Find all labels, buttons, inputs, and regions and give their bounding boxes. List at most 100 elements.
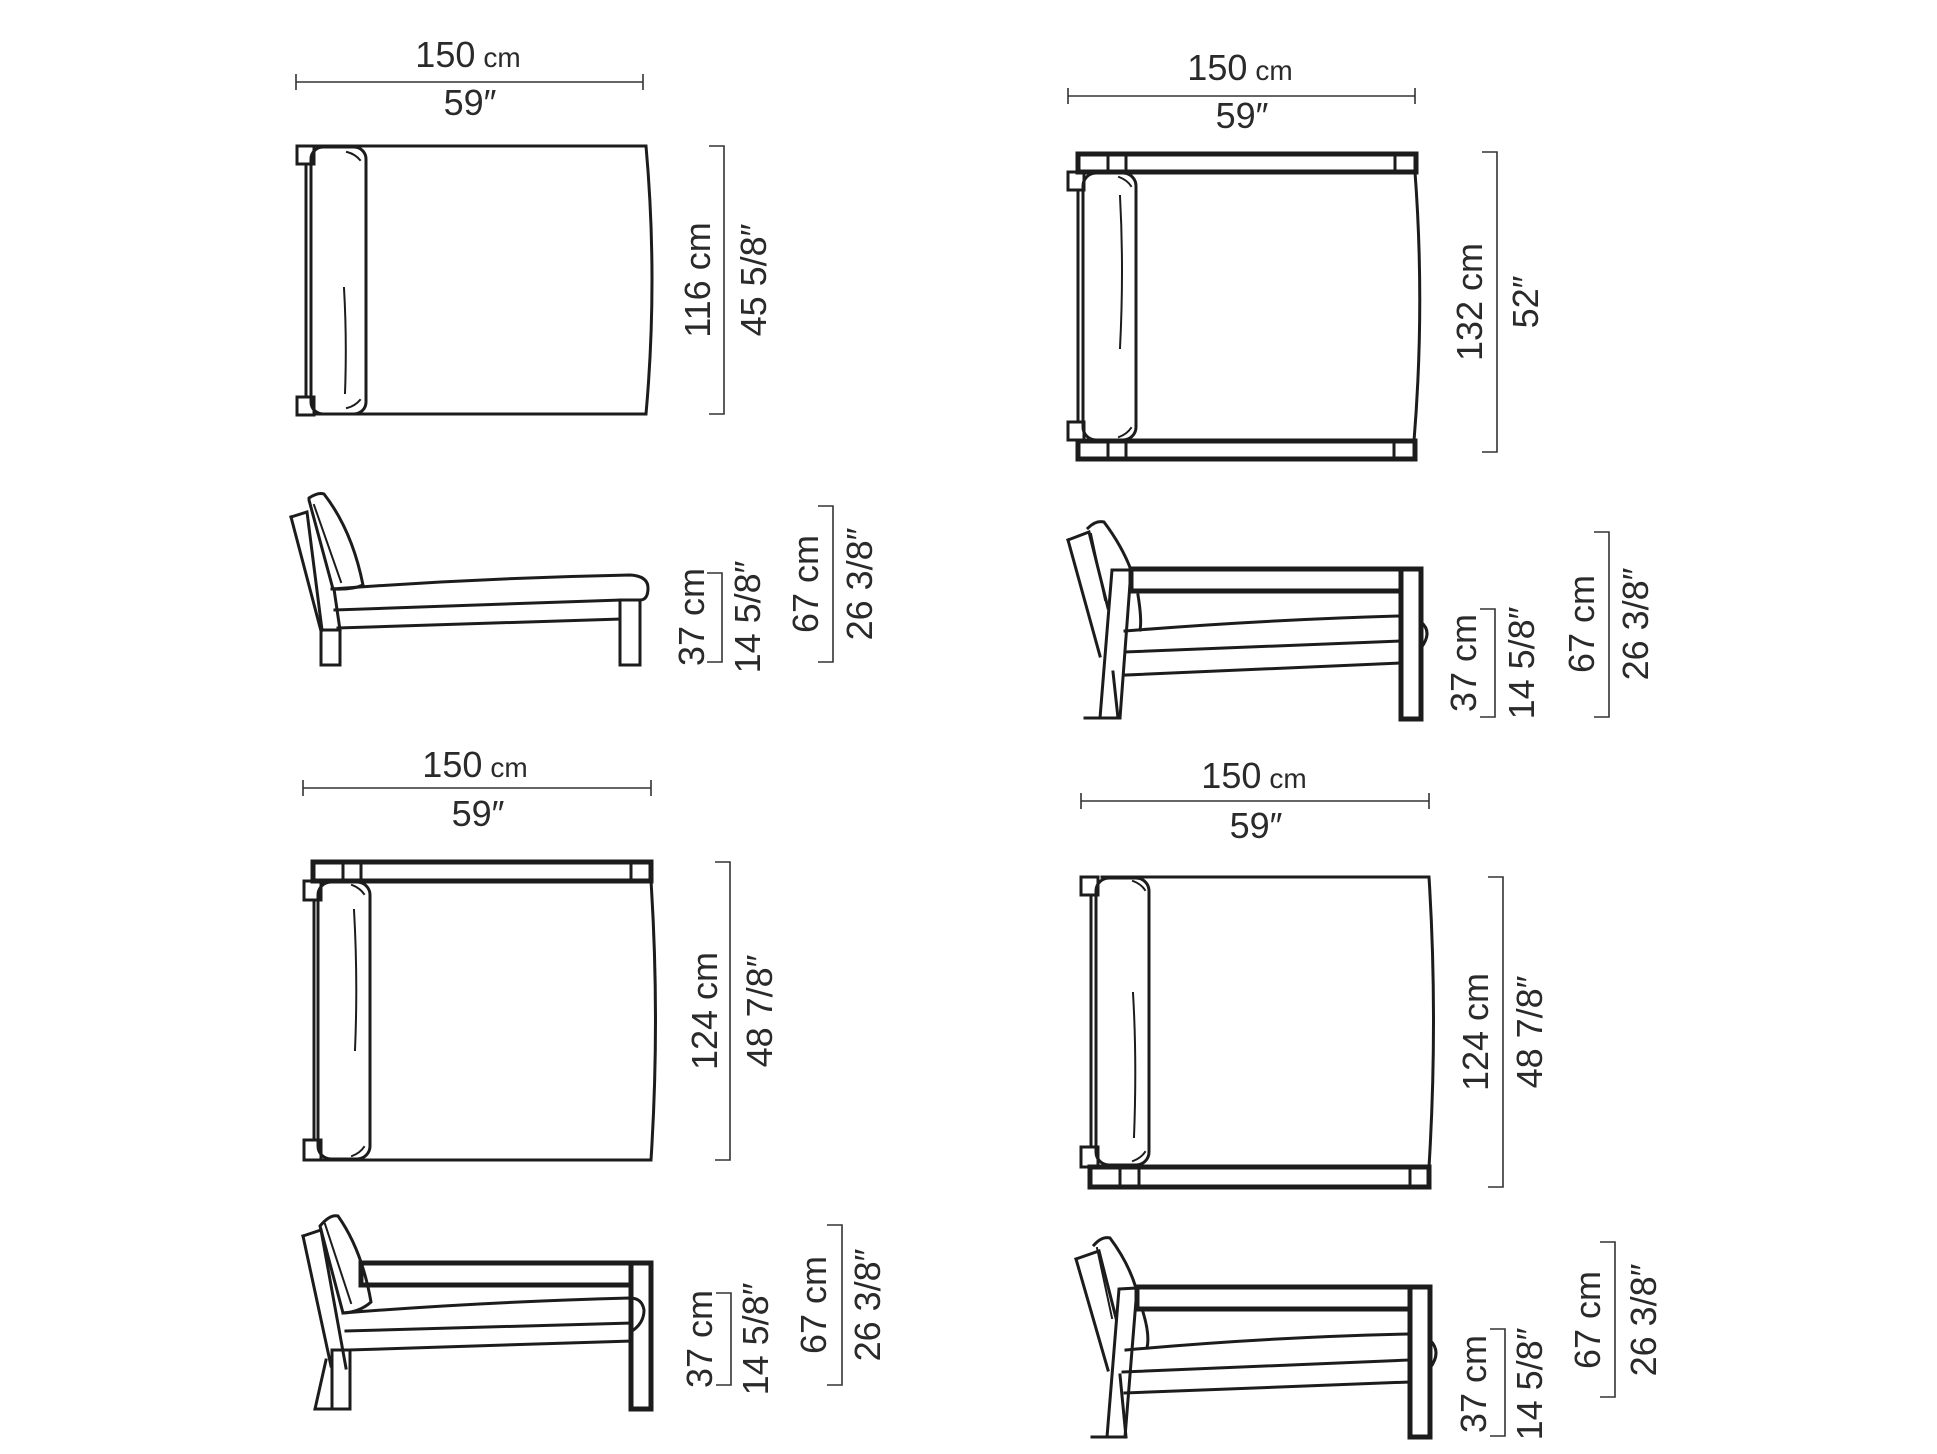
seat-front-edge: [1412, 170, 1422, 443]
seat-outline: [302, 879, 657, 1162]
depth-in-label: 52″: [1505, 275, 1546, 328]
width-dimension-line: [302, 780, 652, 796]
seat-height-line: [1490, 1328, 1506, 1437]
cushion-crease: [1131, 991, 1137, 1139]
seat-bottom: [1121, 1358, 1411, 1374]
cushion-seam: [323, 1222, 353, 1305]
rear-leg-foot: [313, 1358, 334, 1411]
arm-rail-joints: [341, 860, 633, 883]
seat-height-line: [716, 1292, 732, 1386]
height-dimensions: 37 cm 14 5/8″ 67 cm 26 3/8″: [671, 505, 880, 673]
cushion-fold: [345, 150, 362, 410]
arm-rail-bottom-joints: [1106, 439, 1396, 461]
lower-rail: [1124, 661, 1402, 677]
total-height-line: [827, 1224, 843, 1386]
seat-outline: [1100, 875, 1435, 1169]
depth-in-label: 45 5/8″: [733, 223, 774, 336]
total-height-cm-label: 67 cm: [785, 535, 826, 633]
plan-view: [1079, 875, 1435, 1190]
depth-cm-label: 132 cm: [1449, 243, 1490, 361]
back-frame-side: [1074, 1249, 1118, 1320]
rear-leg-edge: [1118, 1373, 1128, 1439]
cushion-crease: [342, 286, 347, 395]
seat-top: [330, 573, 650, 602]
seat-overhang: [1427, 1337, 1438, 1371]
total-height-cm-label: 67 cm: [1561, 575, 1602, 673]
plan-view: [1066, 151, 1422, 462]
arm-rail-bottom: [1087, 1164, 1432, 1190]
cushion-seam: [1089, 532, 1107, 602]
seat-height-cm-label: 37 cm: [679, 1290, 720, 1388]
back-cushion: [1081, 171, 1138, 442]
cushion-seam: [312, 503, 343, 584]
seat-outline: [314, 144, 654, 416]
seat-height-in-label: 14 5/8″: [735, 1282, 776, 1395]
cushion-crease: [1118, 194, 1123, 350]
depth-dimension: 116 cm 45 5/8″: [677, 145, 774, 415]
width-dimension-line: [295, 74, 644, 90]
depth-cm-label: 124 cm: [1455, 973, 1496, 1091]
front-diagonal-leg: [1105, 1286, 1139, 1439]
seat-top: [1124, 1332, 1411, 1352]
depth-dimension-line: [715, 861, 731, 1161]
rear-leg-foot: [1111, 670, 1120, 720]
seat-height-in-label: 14 5/8″: [1509, 1327, 1550, 1440]
seat-height-cm-label: 37 cm: [671, 568, 712, 666]
cushion-fold: [1117, 175, 1133, 439]
cushion-fold: [1131, 879, 1147, 1163]
depth-in-label: 48 7/8″: [739, 954, 780, 1067]
lower-rail: [347, 1339, 633, 1352]
total-height-in-label: 26 3/8″: [839, 527, 880, 640]
arm-rail-top: [1075, 151, 1419, 175]
height-dimensions: 37 cm 14 5/8″ 67 cm 26 3/8″: [1453, 1241, 1664, 1440]
back-cushion-side: [307, 492, 365, 591]
seat-top: [341, 1296, 646, 1334]
cushion-seam: [1095, 1246, 1114, 1320]
depth-cm-label: 116 cm: [677, 222, 718, 337]
arm-rail-bottom: [1075, 438, 1418, 462]
total-height-in-label: 26 3/8″: [1615, 567, 1656, 680]
seat-bottom: [1123, 639, 1402, 654]
depth-dimension: 124 cm 48 7/8″: [684, 861, 780, 1161]
back-cushion-side: [1091, 1236, 1138, 1290]
front-leg: [330, 1348, 352, 1411]
back-frame-edge: [1074, 1257, 1110, 1372]
cushion-front-curve: [1136, 593, 1143, 632]
seat-height-in-label: 14 5/8″: [1501, 606, 1542, 719]
depth-in-label: 48 7/8″: [1509, 975, 1550, 1088]
height-dimensions: 37 cm 14 5/8″ 67 cm 26 3/8″: [1443, 531, 1656, 719]
back-cushion-side: [318, 1214, 373, 1315]
cushion-front-curve: [1141, 1310, 1150, 1350]
side-view: [289, 492, 650, 667]
arm-rail-side: [1128, 566, 1404, 594]
total-height-line: [1594, 531, 1610, 718]
total-height-in-label: 26 3/8″: [847, 1248, 888, 1361]
seat-bottom: [333, 598, 622, 612]
depth-dimension-line: [709, 145, 725, 415]
front-post: [628, 1260, 654, 1412]
back-frame-edge: [289, 515, 323, 633]
lower-rail: [336, 617, 622, 630]
depth-dimension-line: [1488, 876, 1504, 1188]
arm-rail-top: [310, 859, 654, 884]
total-height-line: [818, 505, 834, 663]
width-in-label: 59″: [444, 82, 497, 123]
total-height-in-label: 26 3/8″: [1623, 1263, 1664, 1376]
width-in-label: 59″: [452, 793, 505, 834]
back-cushion: [1094, 876, 1151, 1167]
seat-height-line: [1480, 608, 1496, 718]
seat-height-in-label: 14 5/8″: [727, 560, 768, 673]
front-post: [1398, 566, 1424, 722]
seat-height-cm-label: 37 cm: [1443, 614, 1484, 712]
cushion-crease: [352, 908, 358, 1052]
